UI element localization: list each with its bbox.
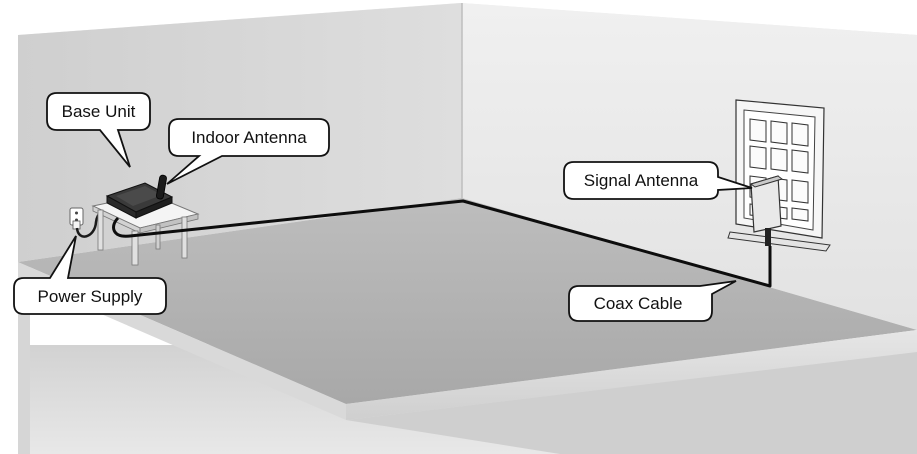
indoor-antenna-device bbox=[156, 174, 167, 200]
coax-cable-callout: Coax Cable bbox=[568, 280, 737, 322]
base-unit-label: Base Unit bbox=[62, 102, 136, 121]
floor-slab-front bbox=[346, 330, 917, 420]
table-leg bbox=[155, 224, 161, 250]
power-supply-callout: Power Supply bbox=[13, 235, 167, 315]
table-leg bbox=[97, 209, 104, 251]
floor bbox=[18, 198, 917, 404]
indoor-antenna-callout: Indoor Antenna bbox=[166, 118, 330, 185]
coax-cable-label: Coax Cable bbox=[594, 294, 683, 313]
table-leg bbox=[131, 230, 139, 266]
window-sill bbox=[727, 231, 831, 252]
power-supply-label: Power Supply bbox=[38, 287, 143, 306]
power-outlet bbox=[69, 207, 84, 230]
base-unit-callout: Base Unit bbox=[46, 92, 151, 168]
signal-antenna-device bbox=[749, 175, 784, 246]
indoor-antenna-label: Indoor Antenna bbox=[191, 128, 307, 147]
signal-antenna-callout: Signal Antenna bbox=[563, 161, 753, 200]
coax-cable-line bbox=[112, 199, 772, 288]
base-unit-device bbox=[105, 182, 174, 219]
table-leg bbox=[181, 216, 188, 259]
ceiling-below bbox=[346, 352, 917, 454]
signal-antenna-label: Signal Antenna bbox=[584, 171, 699, 190]
